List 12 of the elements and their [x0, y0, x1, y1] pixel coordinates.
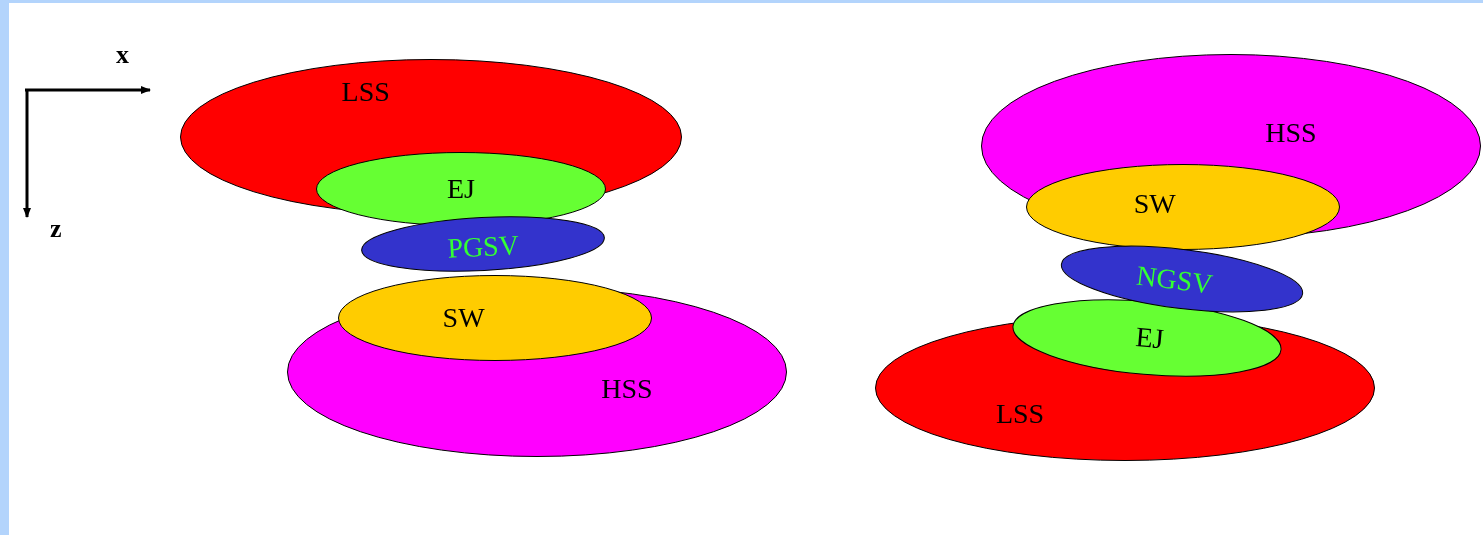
- axis-label: z: [50, 216, 62, 242]
- region-label: SW: [442, 304, 485, 332]
- region-label: NGSV: [1134, 261, 1215, 299]
- region-label: EJ: [447, 175, 475, 203]
- region-label: HSS: [601, 375, 653, 403]
- region-label: PGSV: [446, 230, 520, 263]
- region-label: LSS: [995, 400, 1045, 429]
- region-label: HSS: [1265, 119, 1317, 148]
- region-label: EJ: [1134, 323, 1165, 354]
- axis-label: x: [116, 42, 129, 68]
- region-label: LSS: [341, 77, 390, 106]
- region-label: SW: [1133, 189, 1176, 218]
